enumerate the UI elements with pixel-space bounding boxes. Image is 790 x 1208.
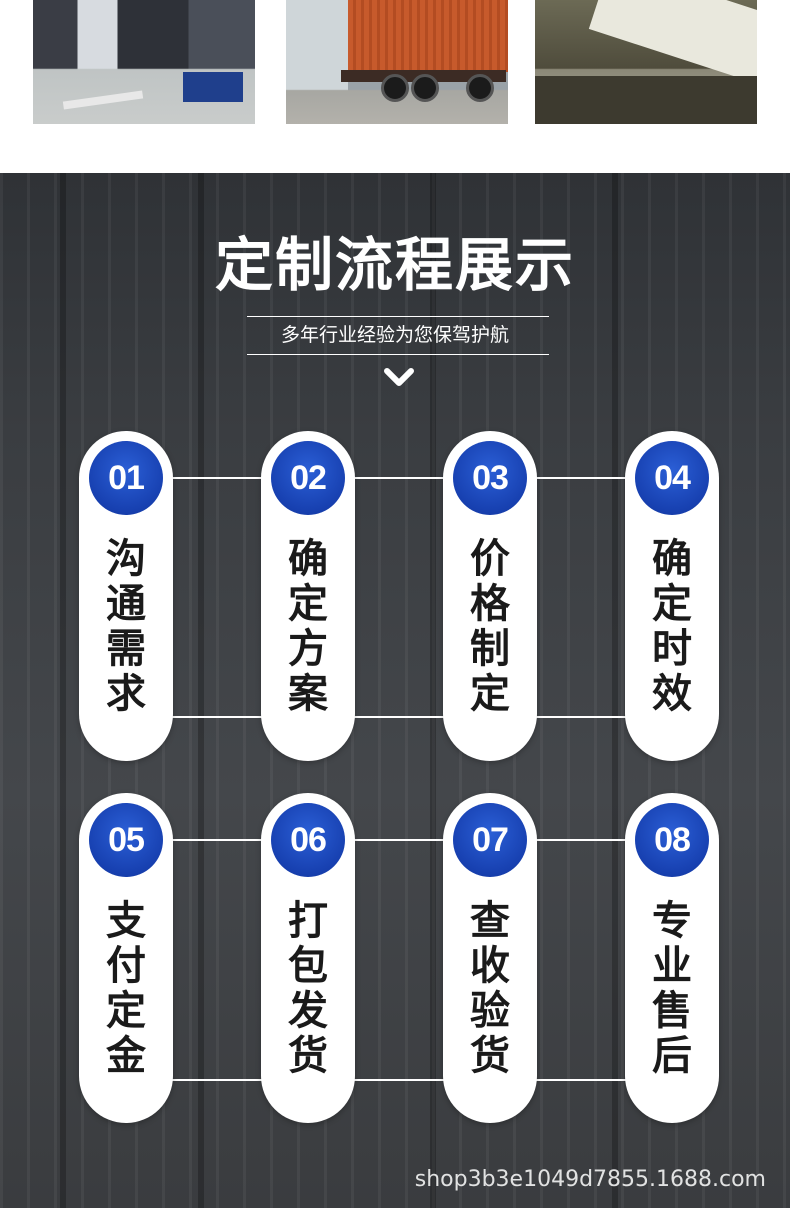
top-photo-strip	[0, 0, 790, 173]
step-connector	[352, 477, 447, 479]
step-connector	[170, 716, 265, 718]
step-connector	[534, 716, 629, 718]
warehouse-pipe	[62, 90, 144, 110]
step-number-badge: 07	[453, 803, 527, 877]
step-label: 价格制定	[470, 536, 510, 717]
background-rack	[198, 173, 204, 1208]
step-card: 06 打包发货	[261, 793, 355, 1123]
step-label: 沟通需求	[106, 536, 146, 717]
truck-wheel	[466, 74, 494, 102]
product-sheet-photo	[535, 0, 757, 124]
step-connector	[534, 477, 629, 479]
step-card: 04 确定时效	[625, 431, 719, 761]
shipping-container	[348, 0, 508, 72]
chevron-down-icon	[384, 368, 414, 386]
step-label: 打包发货	[288, 898, 328, 1079]
step-connector	[170, 477, 265, 479]
step-card: 03 价格制定	[443, 431, 537, 761]
step-card: 02 确定方案	[261, 431, 355, 761]
truck-wheel	[411, 74, 439, 102]
background-rack	[430, 173, 436, 1208]
subtitle-top-rule	[247, 316, 549, 317]
warehouse-cart	[183, 72, 243, 102]
step-number-badge: 01	[89, 441, 163, 515]
step-number-badge: 02	[271, 441, 345, 515]
step-connector	[534, 1079, 629, 1081]
background-rack	[60, 173, 66, 1208]
step-card: 07 查收验货	[443, 793, 537, 1123]
step-card: 08 专业售后	[625, 793, 719, 1123]
step-label: 确定方案	[288, 536, 328, 717]
step-label: 专业售后	[652, 898, 692, 1079]
step-label: 查收验货	[470, 898, 510, 1079]
step-number-badge: 03	[453, 441, 527, 515]
process-subtitle: 多年行业经验为您保驾护航	[280, 324, 509, 346]
shipping-truck-photo	[286, 0, 508, 124]
step-card: 01 沟通需求	[79, 431, 173, 761]
step-number-badge: 08	[635, 803, 709, 877]
step-connector	[170, 1079, 265, 1081]
step-number-badge: 05	[89, 803, 163, 877]
shop-watermark: shop3b3e1049d7855.1688.com	[414, 1167, 766, 1192]
step-connector	[352, 716, 447, 718]
truck-wheel	[381, 74, 409, 102]
step-number-badge: 06	[271, 803, 345, 877]
subtitle-bottom-rule	[247, 354, 549, 355]
step-connector	[170, 839, 265, 841]
step-label: 支付定金	[106, 898, 146, 1079]
step-number-badge: 04	[635, 441, 709, 515]
process-section: 定制流程展示 多年行业经验为您保驾护航 01 沟通需求 02 确定方案 03 价…	[0, 173, 790, 1208]
process-title: 定制流程展示	[214, 231, 575, 299]
background-rack	[612, 173, 618, 1208]
warehouse-photo	[33, 0, 255, 124]
step-connector	[352, 1079, 447, 1081]
step-connector	[534, 839, 629, 841]
plastic-sheet	[588, 0, 757, 88]
workbench	[535, 76, 757, 124]
step-label: 确定时效	[652, 536, 692, 717]
step-card: 05 支付定金	[79, 793, 173, 1123]
step-connector	[352, 839, 447, 841]
